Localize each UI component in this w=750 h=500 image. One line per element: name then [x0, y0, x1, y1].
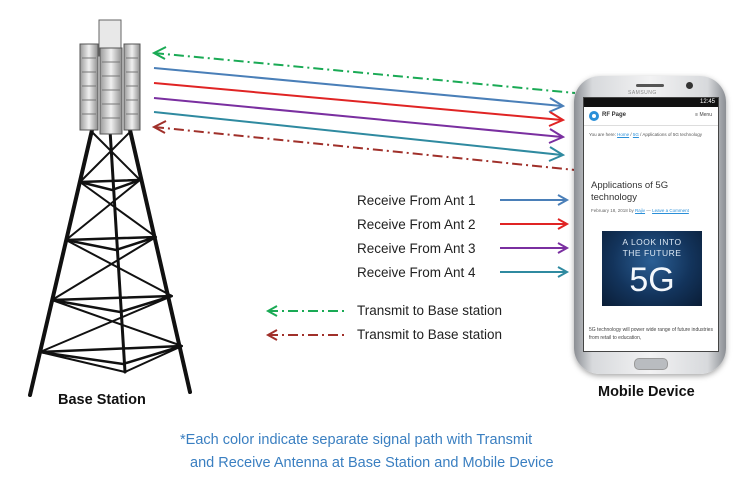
footnote-line2: and Receive Antenna at Base Station and …	[190, 455, 554, 471]
status-bar: 12:45	[584, 98, 718, 107]
legend-item-tx-green: Transmit to Base station	[357, 303, 502, 318]
post-meta-dash: —	[645, 208, 652, 213]
post-meta: February 18, 2018 by Rajiv — Leave a Com…	[591, 208, 715, 213]
speaker-grille	[636, 84, 664, 87]
breadcrumb-prefix: You are here:	[589, 132, 617, 137]
phone-brand: SAMSUNG	[628, 90, 657, 96]
rx-path-blue	[154, 68, 562, 106]
hero-5g: 5G	[602, 261, 702, 300]
legend-item-ant1: Receive From Ant 1	[357, 193, 476, 208]
hero-image: A LOOK INTO THE FUTURE 5G	[602, 231, 702, 306]
post-author-link[interactable]: Rajiv	[635, 208, 645, 213]
hero-line1: A LOOK INTO	[602, 237, 702, 247]
breadcrumb: You are here: Home / 5G / Applications o…	[589, 132, 713, 138]
article-title: Applications of 5G technology	[591, 180, 711, 204]
legend-item-ant2: Receive From Ant 2	[357, 217, 476, 232]
home-button[interactable]	[634, 358, 668, 370]
hero-line2: THE FUTURE	[602, 248, 702, 258]
mobile-device-label: Mobile Device	[598, 384, 695, 400]
base-station-label: Base Station	[58, 392, 146, 408]
menu-button[interactable]: ≡ Menu	[695, 112, 712, 118]
rx-path-red	[154, 83, 562, 120]
signal-paths	[154, 47, 575, 170]
antenna-array-icon	[80, 20, 140, 134]
site-header: RF Page ≡ Menu	[584, 107, 718, 126]
mobile-phone: SAMSUNG 12:45 RF Page ≡ Menu You are her…	[574, 76, 726, 374]
site-logo-icon[interactable]	[589, 111, 599, 121]
leave-comment-link[interactable]: Leave a Comment	[652, 208, 689, 213]
footnote-line1: *Each color indicate separate signal pat…	[180, 432, 532, 448]
legend-item-tx-brown: Transmit to Base station	[357, 327, 502, 342]
site-title[interactable]: RF Page	[602, 112, 626, 118]
phone-screen: 12:45 RF Page ≡ Menu You are here: Home …	[583, 97, 719, 352]
breadcrumb-current: / Applications of 5G technology	[639, 132, 702, 137]
breadcrumb-home-link[interactable]: Home	[617, 132, 629, 137]
post-date: February 18, 2018 by	[591, 208, 635, 213]
status-time: 12:45	[700, 99, 715, 105]
legend-item-ant3: Receive From Ant 3	[357, 241, 476, 256]
base-station-tower	[30, 20, 190, 395]
camera-icon	[686, 82, 693, 89]
article-body: 5G technology will power wide range of f…	[589, 326, 715, 342]
legend-item-ant4: Receive From Ant 4	[357, 265, 476, 280]
